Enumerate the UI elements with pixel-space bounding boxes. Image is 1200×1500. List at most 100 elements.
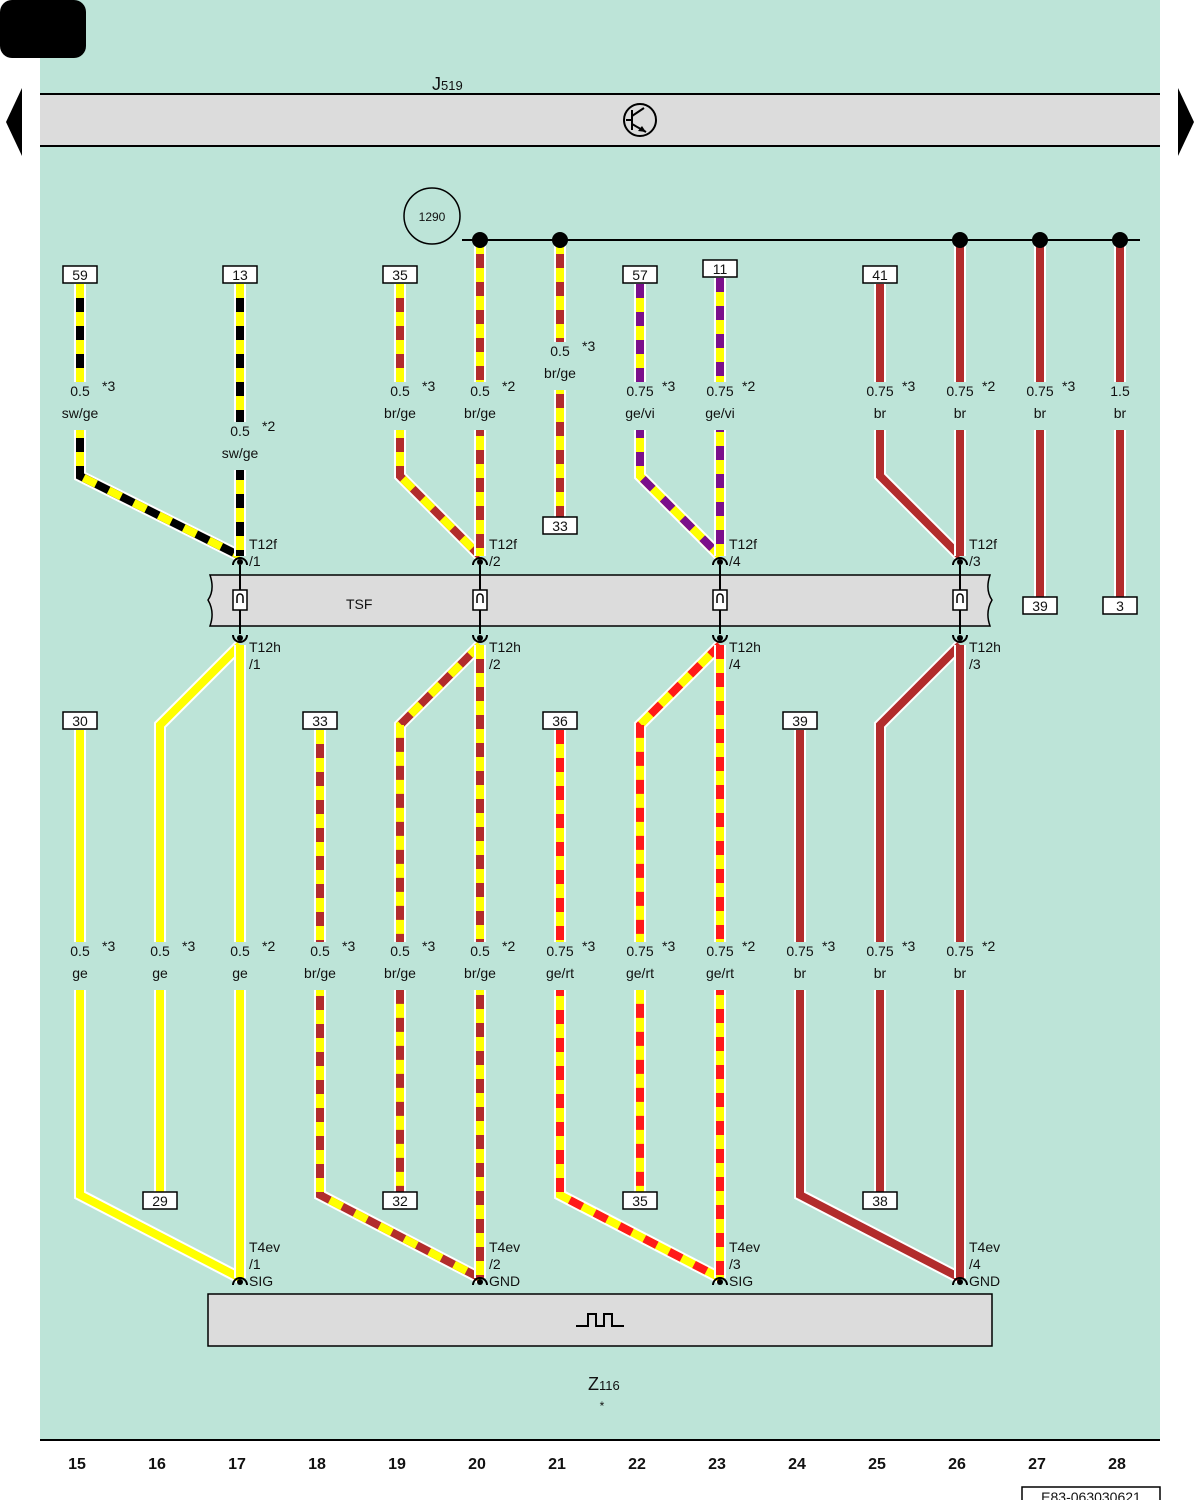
svg-text:*3: *3 [342,938,355,954]
column-number: 24 [788,1456,806,1473]
sensor-note: * [600,1399,605,1413]
svg-text:ge: ge [152,965,168,981]
ref-box[interactable]: 29 [142,1191,178,1210]
svg-text:39: 39 [792,713,808,729]
svg-text:41: 41 [872,267,888,283]
ref-box[interactable]: 35 [622,1191,658,1210]
svg-text:br: br [1114,405,1127,421]
wire-c25-upper [874,284,965,561]
wire-label-upper: 0.5sw/ge*2 [218,418,275,470]
splice-point [952,232,968,248]
ref-box[interactable]: 33 [542,516,578,535]
wire-c15-lower [74,730,243,1284]
wire-c16-lower [154,640,245,1192]
connector-pin-bottom [232,1277,248,1286]
ref-box[interactable]: 35 [382,265,418,284]
svg-text:0.75: 0.75 [946,943,973,959]
svg-text:*2: *2 [502,378,515,394]
wire-label-upper: 0.5br/ge*2 [458,378,515,430]
svg-text:1.5: 1.5 [1110,383,1130,399]
svg-text:0.5: 0.5 [310,943,330,959]
wire-c18-lower [314,730,483,1284]
previous-page-arrow-icon[interactable] [6,88,22,156]
ref-box[interactable]: 30 [62,711,98,730]
svg-text:*3: *3 [582,338,595,354]
connector-label-t12f: T12f/3 [969,536,997,569]
connector-label-t12f: T12f/4 [729,536,757,569]
ref-box[interactable]: 38 [862,1191,898,1210]
control-unit-label: J519 [432,74,463,94]
column-number: 18 [308,1456,326,1473]
svg-text:59: 59 [72,267,88,283]
svg-text:35: 35 [632,1193,648,1209]
connector-pin-mid [952,634,968,643]
connector-label-t12h: T12h/2 [489,639,521,672]
column-number: 22 [628,1456,646,1473]
ref-box[interactable]: 36 [542,711,578,730]
svg-text:ge/rt: ge/rt [706,965,734,981]
wire-label-lower: 0.5ge*2 [218,938,275,990]
ref-box[interactable]: 33 [302,711,338,730]
connector-label-t12f: T12f/1 [249,536,277,569]
ref-box[interactable]: 3 [1102,596,1138,615]
ref-box[interactable]: 39 [1022,596,1058,615]
svg-text:0.5: 0.5 [390,943,410,959]
svg-text:E83-063030621: E83-063030621 [1041,1489,1141,1500]
svg-text:38: 38 [872,1193,888,1209]
ref-box[interactable]: 57 [622,265,658,284]
separation-point-tsf: TSF [207,574,993,627]
ref-box[interactable]: 13 [222,265,258,284]
svg-text:13: 13 [232,267,248,283]
wire-layer [74,240,1126,1284]
column-number: 20 [468,1456,486,1473]
svg-text:*2: *2 [982,938,995,954]
svg-text:sw/ge: sw/ge [222,445,259,461]
connector-label-t12h: T12h/4 [729,639,761,672]
svg-text:0.5: 0.5 [390,383,410,399]
svg-text:ge/rt: ge/rt [546,965,574,981]
column-number: 15 [68,1456,86,1473]
svg-text:36: 36 [552,713,568,729]
ground-point-1290: 1290 [403,187,461,245]
splice-point [1032,232,1048,248]
ref-box[interactable]: 41 [862,265,898,284]
column-number: 16 [148,1456,166,1473]
svg-text:sw/ge: sw/ge [62,405,99,421]
svg-text:*3: *3 [422,938,435,954]
svg-text:*3: *3 [102,378,115,394]
svg-text:*3: *3 [182,938,195,954]
ref-box[interactable]: 39 [782,711,818,730]
connector-pin-top [952,557,968,566]
wire-label-lower: 0.5br/ge*2 [458,938,515,990]
wire-label-upper: 0.5sw/ge*3 [58,378,115,430]
svg-text:0.75: 0.75 [546,943,573,959]
svg-text:0.5: 0.5 [550,343,570,359]
sensor-z116: Z116 * [207,1293,993,1413]
connector-layer [232,557,968,1286]
wire-label-upper: 1.5 br [1098,382,1142,430]
svg-text:br: br [874,965,887,981]
tsf-coupling-icon [712,589,728,611]
ref-box[interactable]: 59 [62,265,98,284]
svg-text:0.75: 0.75 [626,383,653,399]
svg-text:br/ge: br/ge [544,365,576,381]
svg-text:*3: *3 [422,378,435,394]
svg-text:*2: *2 [982,378,995,394]
ref-box[interactable]: 32 [382,1191,418,1210]
svg-text:*3: *3 [582,938,595,954]
svg-text:0.75: 0.75 [706,383,733,399]
svg-text:ge: ge [72,965,88,981]
sensor-label: Z116 [588,1374,620,1394]
svg-text:*3: *3 [902,378,915,394]
ref-box[interactable]: 11 [702,259,738,278]
column-number: 17 [228,1456,246,1473]
next-page-arrow-icon[interactable] [1178,88,1194,156]
svg-text:0.5: 0.5 [70,943,90,959]
svg-text:1290: 1290 [419,210,446,224]
svg-text:*2: *2 [742,378,755,394]
